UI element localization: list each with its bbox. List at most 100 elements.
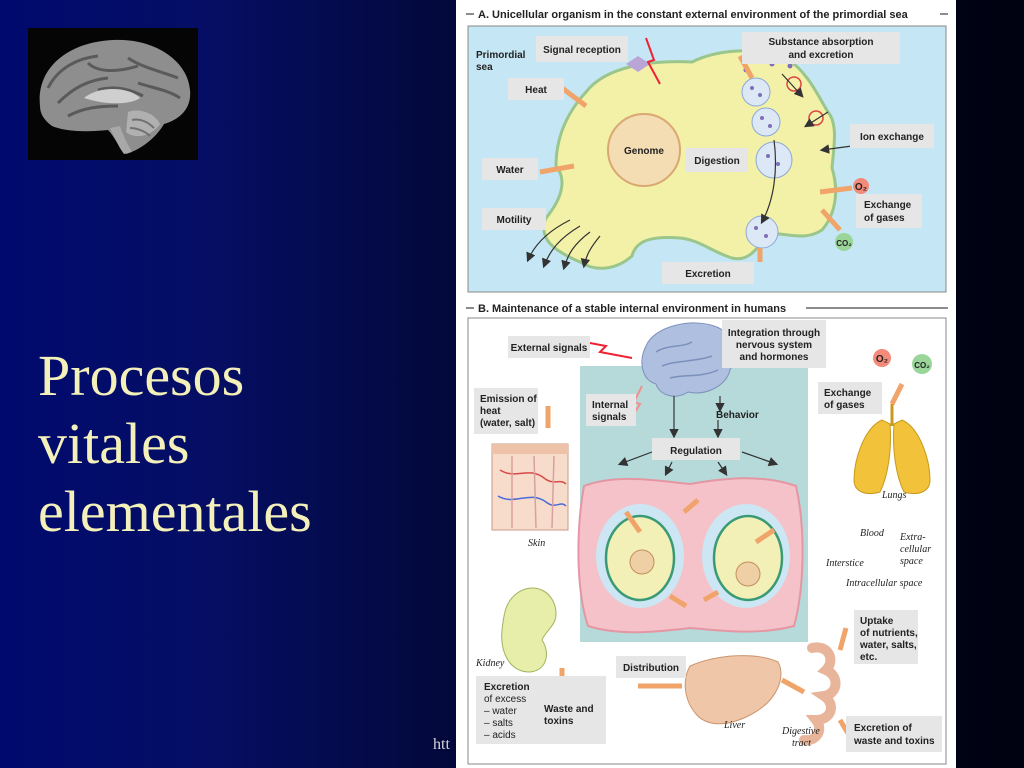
slide-title: Procesos vitales elementales — [38, 342, 448, 546]
primordial-sea-label-1: Primordial — [476, 50, 526, 61]
waste-toxins-label-2: toxins — [544, 716, 574, 727]
signal-bolt-icon — [645, 37, 661, 85]
ion-channel-2 — [808, 110, 824, 126]
substance-label-1: Substance absorption — [768, 37, 873, 48]
genome-nucleus — [607, 113, 681, 187]
title-line-1: Procesos — [38, 343, 245, 408]
panel-a-co2-label: CO₂ — [836, 239, 852, 248]
substance-label-2: and excretion — [788, 50, 853, 61]
ion-arrow-1 — [781, 73, 804, 98]
internal-signals-label-2: signals — [592, 412, 627, 423]
water-label: Water — [496, 165, 524, 176]
heat-box — [508, 78, 564, 100]
heat-label: Heat — [525, 85, 547, 96]
title-line-3: elementales — [38, 479, 312, 544]
panel-b-exchange-box — [818, 382, 882, 414]
internal-signals-label-1: Internal — [592, 400, 628, 411]
ion-exchange-box — [850, 124, 934, 148]
skin-epidermis — [492, 444, 568, 454]
regulation-label: Regulation — [670, 446, 722, 457]
liver-icon — [684, 655, 782, 725]
panel-b-exchange-label-1: Exchange — [824, 388, 872, 399]
signal-reception-label: Signal reception — [543, 45, 621, 56]
panel-a-co2-molecule — [835, 233, 853, 251]
interstice-label: Interstice — [825, 558, 864, 569]
panel-a-exchange-box — [856, 194, 922, 228]
regulation-box — [652, 438, 740, 460]
panel-b: B. Maintenance of a stable internal envi… — [466, 303, 948, 765]
integration-label-3: and hormones — [740, 352, 809, 363]
emission-label-2: heat — [480, 406, 501, 417]
excretion-excess-label-4: – salts — [484, 718, 513, 729]
motility-box — [482, 208, 546, 230]
extracellular-label-1: Extra- — [899, 532, 926, 543]
panel-b-o2-molecule — [873, 349, 891, 367]
panel-a-o2-label: O₂ — [855, 182, 867, 193]
motility-flagella — [526, 219, 601, 271]
ion-exchange-label: Ion exchange — [860, 132, 924, 143]
internal-signals-box — [586, 394, 636, 426]
panel-a-o2-molecule — [853, 178, 869, 194]
excretion-waste-label-2: waste and toxins — [853, 736, 935, 747]
nucleus-left — [629, 549, 655, 575]
right-lung — [893, 419, 931, 494]
digestion-path-arrow — [760, 139, 777, 225]
panel-a-excretion-box — [662, 262, 754, 284]
panel-a-exchange-label-2: of gases — [864, 213, 905, 224]
digestion-label: Digestion — [694, 156, 740, 167]
panel-b-co2-molecule — [912, 354, 932, 374]
digestive-tract-icon — [799, 642, 841, 746]
extracellular-label-3: space — [900, 556, 923, 567]
external-signals-label: External signals — [511, 343, 588, 354]
excretion-excess-label-5: – acids — [484, 730, 516, 741]
kidney-icon — [501, 587, 557, 673]
genome-label: Genome — [624, 146, 664, 157]
emission-box — [474, 388, 538, 434]
digestion-box — [686, 148, 748, 172]
excretion-waste-box — [846, 716, 942, 752]
liver-label: Liver — [723, 720, 745, 731]
excretion-excess-label-3: – water — [484, 706, 517, 717]
extracellular-label-2: cellular — [900, 544, 931, 555]
integration-box — [722, 320, 826, 368]
brain-icon — [641, 322, 735, 397]
excretion-excess-box — [476, 676, 606, 744]
waste-toxins-label-1: Waste and — [544, 704, 594, 715]
digestion-vesicle-1 — [751, 107, 781, 137]
behavior-label: Behavior — [716, 410, 759, 421]
panel-b-o2-label: O₂ — [876, 354, 888, 365]
excretion-excess-label-2: of excess — [484, 694, 526, 705]
integration-label-2: nervous system — [736, 340, 812, 351]
absorption-vesicle — [741, 77, 771, 107]
digestion-vesicle-2 — [755, 141, 793, 179]
ion-exchange-arrow — [819, 144, 853, 154]
primordial-sea-label-2: sea — [476, 62, 493, 73]
integration-label-1: Integration through — [728, 328, 820, 339]
intracellular-label: Intracellular space — [845, 578, 923, 589]
signal-reception-box — [536, 36, 628, 62]
ion-arrow-2 — [803, 111, 829, 128]
emission-label-3: (water, salt) — [480, 418, 535, 429]
external-signals-box — [508, 336, 590, 358]
excretion-waste-label-1: Excretion of — [854, 723, 912, 734]
substance-box — [742, 32, 900, 64]
panel-b-co2-label: CO₂ — [914, 361, 930, 370]
emission-label-1: Emission of — [480, 394, 537, 405]
panel-a: A. Unicellular organism in the constant … — [466, 9, 948, 293]
panel-a-exchange-label-1: Exchange — [864, 200, 912, 211]
lungs-label: Lungs — [881, 490, 907, 501]
motility-label: Motility — [497, 215, 532, 226]
panel-b-title: B. Maintenance of a stable internal envi… — [478, 303, 786, 315]
uptake-label-1: Uptake — [860, 616, 894, 627]
digestive-tract-label-2: tract — [792, 738, 811, 749]
brain-gyri — [655, 341, 719, 379]
brain-photo — [28, 28, 198, 160]
uptake-box — [854, 610, 918, 664]
uptake-label-4: etc. — [860, 652, 877, 663]
uptake-label-3: water, salts, — [859, 640, 917, 651]
uptake-label-2: of nutrients, — [860, 628, 918, 639]
panel-a-title: A. Unicellular organism in the constant … — [478, 9, 909, 21]
skin-label: Skin — [528, 538, 545, 549]
blood-label: Blood — [860, 528, 885, 539]
skin-block — [491, 443, 569, 531]
